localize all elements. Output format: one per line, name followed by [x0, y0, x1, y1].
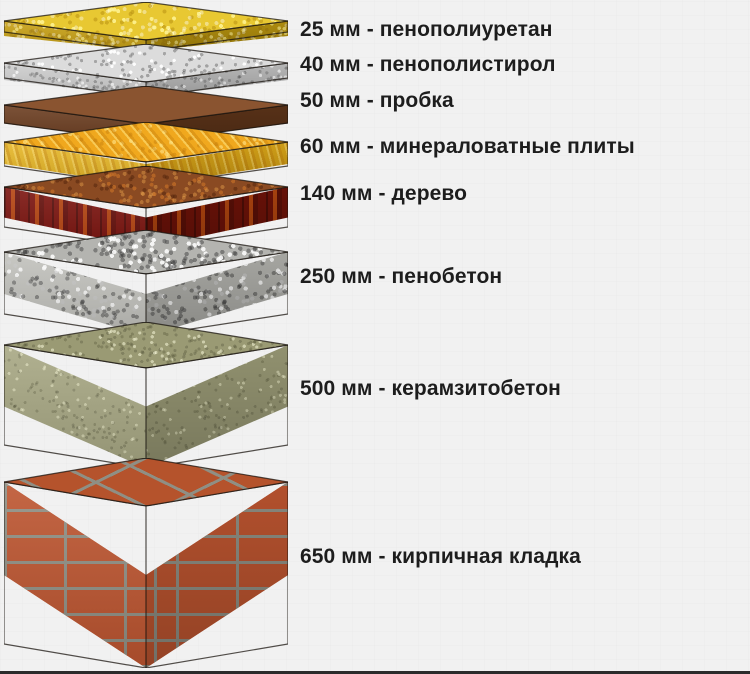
label-foam-concrete: 250 мм - пенобетон [300, 264, 503, 288]
label-brickwork: 650 мм - кирпичная кладка [300, 544, 581, 568]
label-polystyrene: 40 мм - пенополистирол [300, 52, 556, 76]
label-wood: 140 мм - дерево [300, 181, 468, 205]
bottom-divider [0, 671, 750, 674]
label-cork: 50 мм - пробка [300, 88, 454, 112]
label-expanded-clay-concrete: 500 мм - керамзитобетон [300, 376, 561, 400]
label-mineral-wool: 60 мм - минераловатные плиты [300, 134, 635, 158]
label-polyurethane: 25 мм - пенополиуретан [300, 17, 553, 41]
